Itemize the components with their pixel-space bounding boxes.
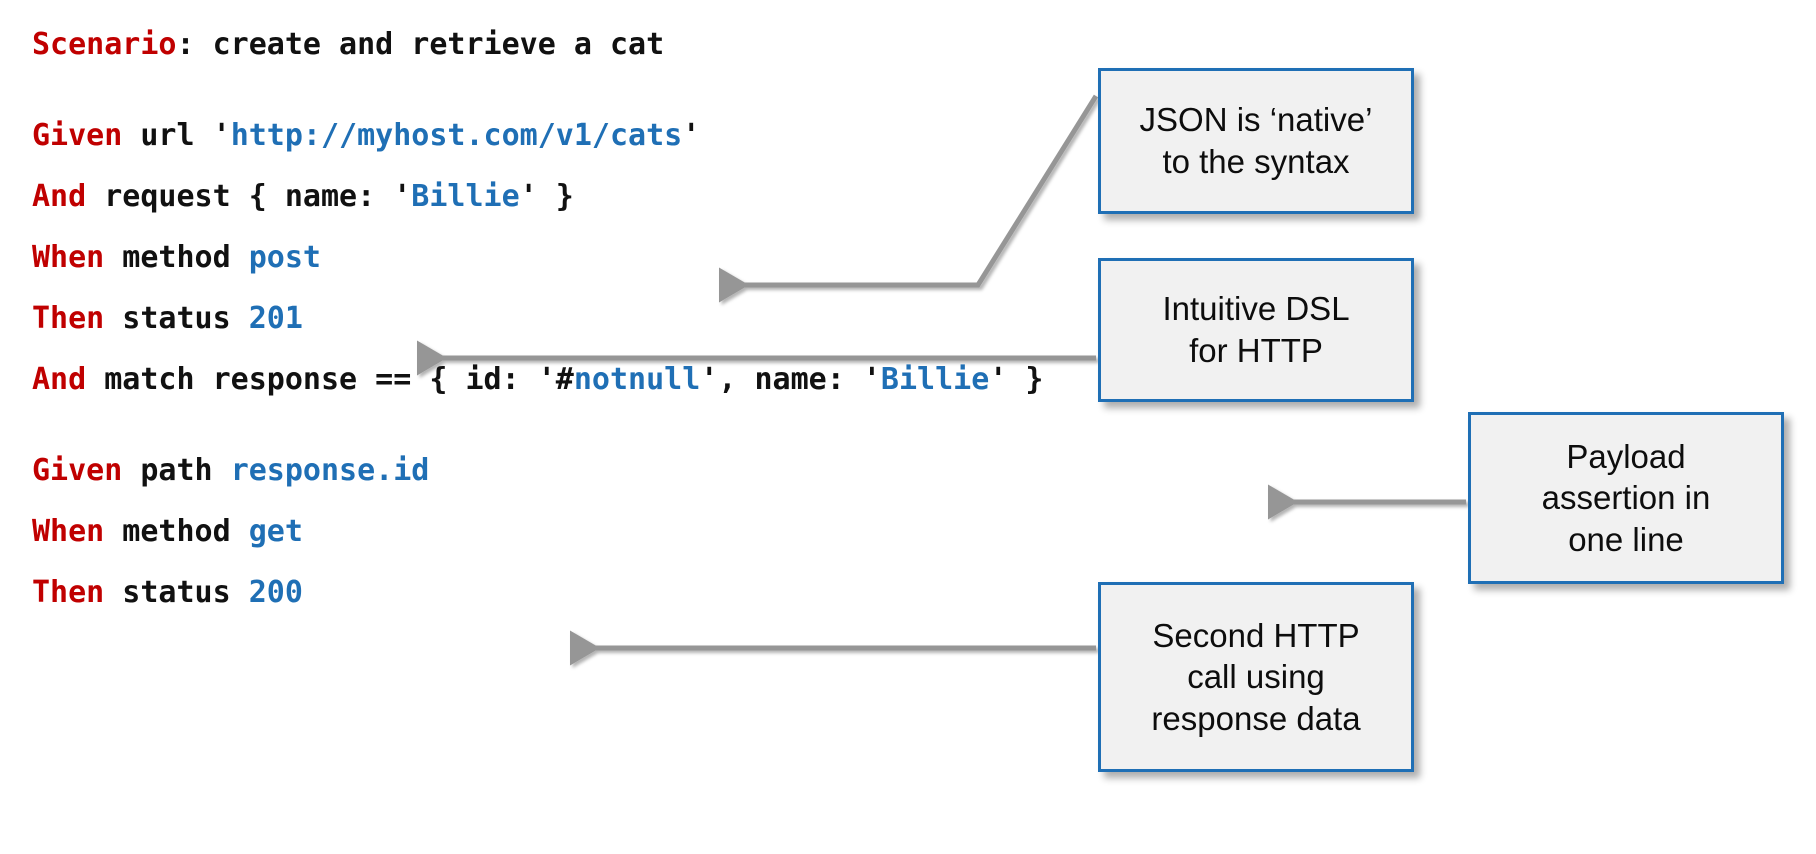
code-line-when-method-post: When method post (32, 243, 1082, 273)
code-token-plain: path (122, 453, 231, 488)
callout-text-line: to the syntax (1162, 143, 1350, 180)
code-token-kw: Then (32, 575, 105, 610)
code-blank-line (32, 426, 1082, 456)
code-token-plain: '# (537, 362, 574, 397)
code-token-val: 201 (248, 301, 303, 336)
code-token-val: Billie (880, 362, 990, 397)
code-token-val: post (248, 240, 321, 275)
code-token-val: response.id (230, 453, 430, 488)
code-token-kw: Then (32, 301, 105, 336)
callout-text-line: one line (1568, 520, 1684, 558)
code-line-when-method-get: When method get (32, 517, 1082, 547)
code-token-plain: ' (393, 179, 412, 214)
code-token-plain: ' (212, 118, 231, 153)
code-token-plain: ' (519, 179, 538, 214)
code-token-plain: : create and retrieve a cat (176, 27, 665, 62)
code-token-plain: url (122, 118, 213, 153)
callout-text-line: JSON is ‘native’ (1139, 101, 1373, 139)
code-line-and-match-response: And match response == { id: '#notnull', … (32, 365, 1082, 395)
code-token-plain: status (104, 301, 249, 336)
code-token-plain: method (104, 240, 249, 275)
code-token-val: http://myhost.com/v1/cats (230, 118, 683, 153)
code-token-val: 200 (248, 575, 303, 610)
code-token-plain: match response == { id: (86, 362, 538, 397)
code-token-plain: ' (862, 362, 881, 397)
code-line-given-url: Given url 'http://myhost.com/v1/cats' (32, 121, 1082, 151)
code-token-val: notnull (573, 362, 701, 397)
code-token-plain: status (104, 575, 249, 610)
callout-text-block: JSON is ‘native’ to the syntax (1140, 99, 1373, 182)
callout-text-block: Intuitive DSL for HTTP (1162, 288, 1349, 371)
code-token-plain: ' (682, 118, 701, 153)
code-token-kw: When (32, 240, 105, 275)
callout-intuitive-dsl: Intuitive DSL for HTTP (1098, 258, 1414, 402)
code-token-kw: And (32, 362, 87, 397)
code-token-plain: method (104, 514, 249, 549)
code-token-val: Billie (411, 179, 520, 214)
code-token-kw: When (32, 514, 105, 549)
callout-text-line: Second HTTP (1152, 616, 1360, 654)
code-token-plain: } (1007, 362, 1044, 397)
code-token-plain: ' (700, 362, 719, 397)
callout-text-line: assertion in (1541, 479, 1711, 517)
code-line-given-path: Given path response.id (32, 456, 1082, 486)
callout-json-native: JSON is ‘native’ to the syntax (1098, 68, 1414, 214)
code-token-kw: Given (32, 118, 123, 153)
code-token-val: get (248, 514, 303, 549)
code-line-scenario: Scenario: create and retrieve a cat (32, 30, 1082, 60)
code-token-plain: ' (989, 362, 1008, 397)
callout-text-line: call using (1187, 658, 1325, 696)
code-token-kw: Given (32, 453, 123, 488)
code-token-kw: Scenario (32, 27, 177, 62)
code-token-kw: And (32, 179, 87, 214)
code-line-then-status-201: Then status 201 (32, 304, 1082, 334)
code-line-and-request: And request { name: 'Billie' } (32, 182, 1082, 212)
code-line-then-status-200: Then status 200 (32, 578, 1082, 608)
code-blank-line (32, 91, 1082, 121)
callout-text-line: for HTTP (1189, 332, 1323, 369)
callout-text-line: response data (1151, 699, 1361, 737)
callout-text-line: Payload (1566, 437, 1686, 475)
code-token-plain: , name: (718, 362, 863, 397)
code-token-plain: } (537, 179, 574, 214)
callout-text-line: Intuitive DSL (1162, 290, 1350, 328)
code-token-plain: request { name: (86, 179, 394, 214)
